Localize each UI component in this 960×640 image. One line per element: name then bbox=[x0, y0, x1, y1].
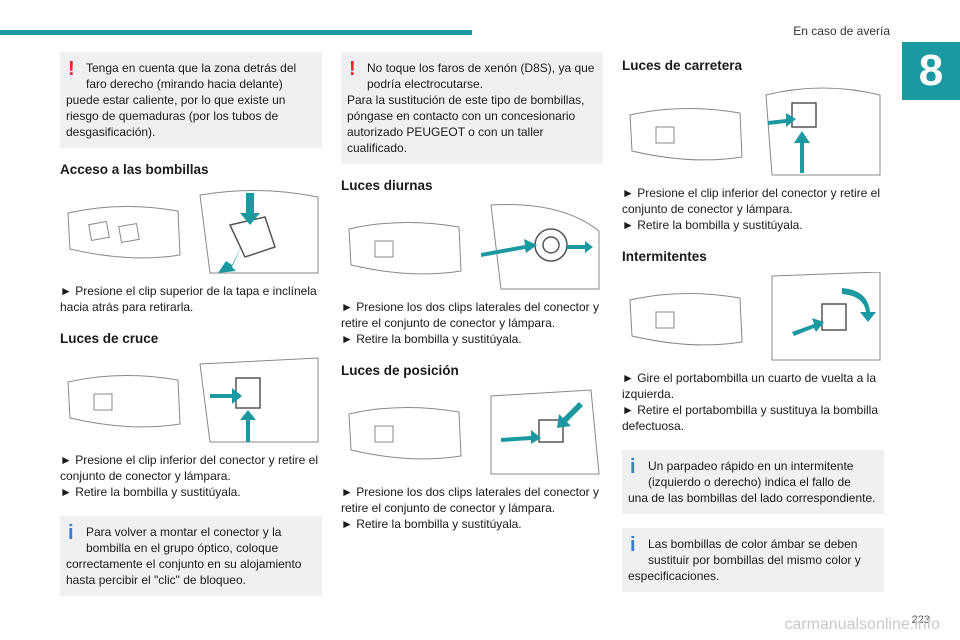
step-diurnas-1: ► Presione los dos clips laterales del c… bbox=[341, 300, 599, 330]
exclamation-icon: ! bbox=[68, 58, 75, 80]
chapter-number-badge: 8 bbox=[902, 42, 960, 100]
section-title-posicion: Luces de posición bbox=[341, 363, 459, 378]
step-carretera-1: ► Presione el clip inferior del conector… bbox=[622, 186, 880, 216]
figure-daytime-lights bbox=[341, 201, 603, 291]
info-icon: i bbox=[68, 522, 74, 544]
info-icon: i bbox=[630, 456, 636, 478]
warning-box-hot-area: ! Tenga en cuenta que la zona detrás del… bbox=[60, 52, 322, 148]
figure-turn-signals bbox=[622, 272, 884, 362]
chapter-title: En caso de avería bbox=[793, 24, 890, 38]
warning-text-rest: puede estar caliente, por lo que existe … bbox=[66, 93, 286, 139]
top-accent-bar bbox=[0, 30, 472, 35]
step-access: ► Presione el clip superior de la tapa e… bbox=[60, 284, 317, 314]
page-number: 223 bbox=[911, 614, 930, 626]
info-box-reassembly: i Para volver a montar el conector y la … bbox=[60, 516, 322, 596]
step-cruce-1: ► Presione el clip inferior del conector… bbox=[60, 453, 318, 483]
info-text-first: Un parpadeo rápido en un intermitente (i… bbox=[648, 459, 854, 489]
section-title-cruce: Luces de cruce bbox=[60, 331, 159, 346]
info-box-amber-bulbs: i Las bombillas de color ámbar se deben … bbox=[622, 528, 884, 592]
info-text-rest: una de las bombillas del lado correspond… bbox=[628, 491, 876, 505]
info-text-first: Para volver a montar el conector y la bo… bbox=[86, 525, 282, 555]
figure-high-beam bbox=[622, 81, 884, 177]
step-diurnas-2: ► Retire la bombilla y sustitúyala. bbox=[341, 332, 522, 346]
section-title-intermitentes: Intermitentes bbox=[622, 249, 707, 264]
step-intermitentes-1: ► Gire el portabombilla un cuarto de vue… bbox=[622, 371, 877, 401]
step-posicion-2: ► Retire la bombilla y sustitúyala. bbox=[341, 517, 522, 531]
section-title-carretera: Luces de carretera bbox=[622, 58, 743, 73]
section-title-diurnas: Luces diurnas bbox=[341, 178, 433, 193]
warning-text-first: No toque los faros de xenón (D8S), ya qu… bbox=[367, 61, 595, 91]
section-title-access: Acceso a las bombillas bbox=[60, 162, 209, 177]
figure-access-bulbs bbox=[60, 185, 322, 275]
column-1: ! Tenga en cuenta que la zona detrás del… bbox=[60, 52, 322, 610]
info-icon: i bbox=[630, 534, 636, 556]
column-3: Luces de carretera ► Presione el clip in… bbox=[622, 52, 884, 606]
exclamation-icon: ! bbox=[349, 58, 356, 80]
watermark: carmanualsonline.info bbox=[784, 616, 940, 633]
warning-box-xenon: ! No toque los faros de xenón (D8S), ya … bbox=[341, 52, 603, 164]
info-box-fast-blink: i Un parpadeo rápido en un intermitente … bbox=[622, 450, 884, 514]
info-text-rest: correctamente el conjunto en su alojamie… bbox=[66, 557, 302, 587]
info-text-first: Las bombillas de color ámbar se deben su… bbox=[648, 537, 861, 567]
step-cruce-2: ► Retire la bombilla y sustitúyala. bbox=[60, 485, 241, 499]
step-carretera-2: ► Retire la bombilla y sustitúyala. bbox=[622, 218, 803, 232]
step-intermitentes-2: ► Retire el portabombilla y sustituya la… bbox=[622, 403, 878, 433]
column-2: ! No toque los faros de xenón (D8S), ya … bbox=[341, 52, 603, 548]
figure-position-lights bbox=[341, 386, 603, 476]
warning-text-first: Tenga en cuenta que la zona detrás del f… bbox=[86, 61, 297, 91]
step-posicion-1: ► Presione los dos clips laterales del c… bbox=[341, 485, 599, 515]
info-text-rest: especificaciones. bbox=[628, 569, 720, 583]
figure-low-beam bbox=[60, 354, 322, 444]
warning-text-rest: Para la sustitución de este tipo de bomb… bbox=[347, 93, 585, 155]
